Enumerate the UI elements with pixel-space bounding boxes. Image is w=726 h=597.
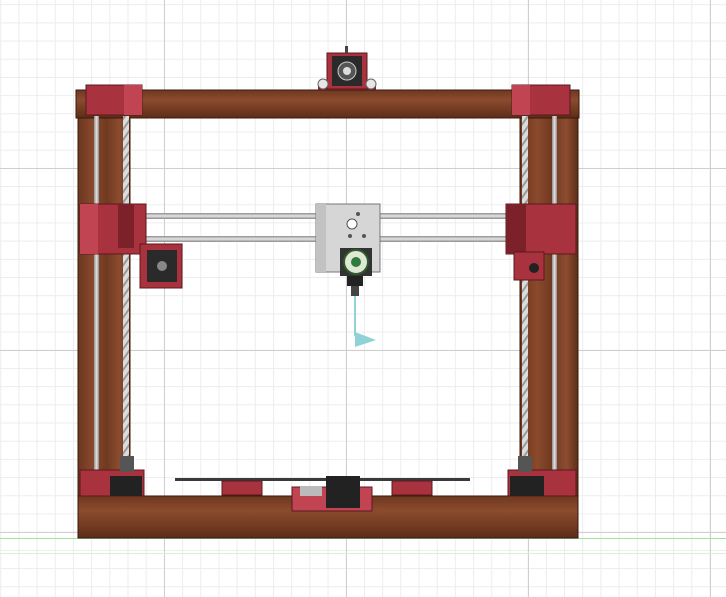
top-motor-mount[interactable] (317, 46, 377, 90)
frame-base[interactable] (77, 495, 579, 539)
bottom-left-bracket[interactable] (79, 456, 145, 497)
x-end-right[interactable] (505, 203, 577, 281)
z-threaded-rod-right[interactable] (522, 116, 528, 458)
frame-top-beam[interactable] (75, 89, 580, 119)
build-plate[interactable] (175, 478, 470, 481)
z-smooth-rod-right[interactable] (552, 116, 557, 476)
triangle-marker-icon[interactable] (355, 332, 376, 347)
x-end-left[interactable] (79, 203, 147, 255)
bottom-right-bracket[interactable] (507, 456, 577, 497)
y-bed-supports[interactable] (221, 476, 433, 512)
hotend[interactable] (347, 276, 363, 336)
z-threaded-rod-left[interactable] (123, 116, 129, 458)
z-smooth-rod-left[interactable] (94, 116, 99, 476)
fan-icon (340, 248, 372, 276)
ground-plane-line (0, 553, 726, 554)
x-motor[interactable] (139, 243, 183, 289)
